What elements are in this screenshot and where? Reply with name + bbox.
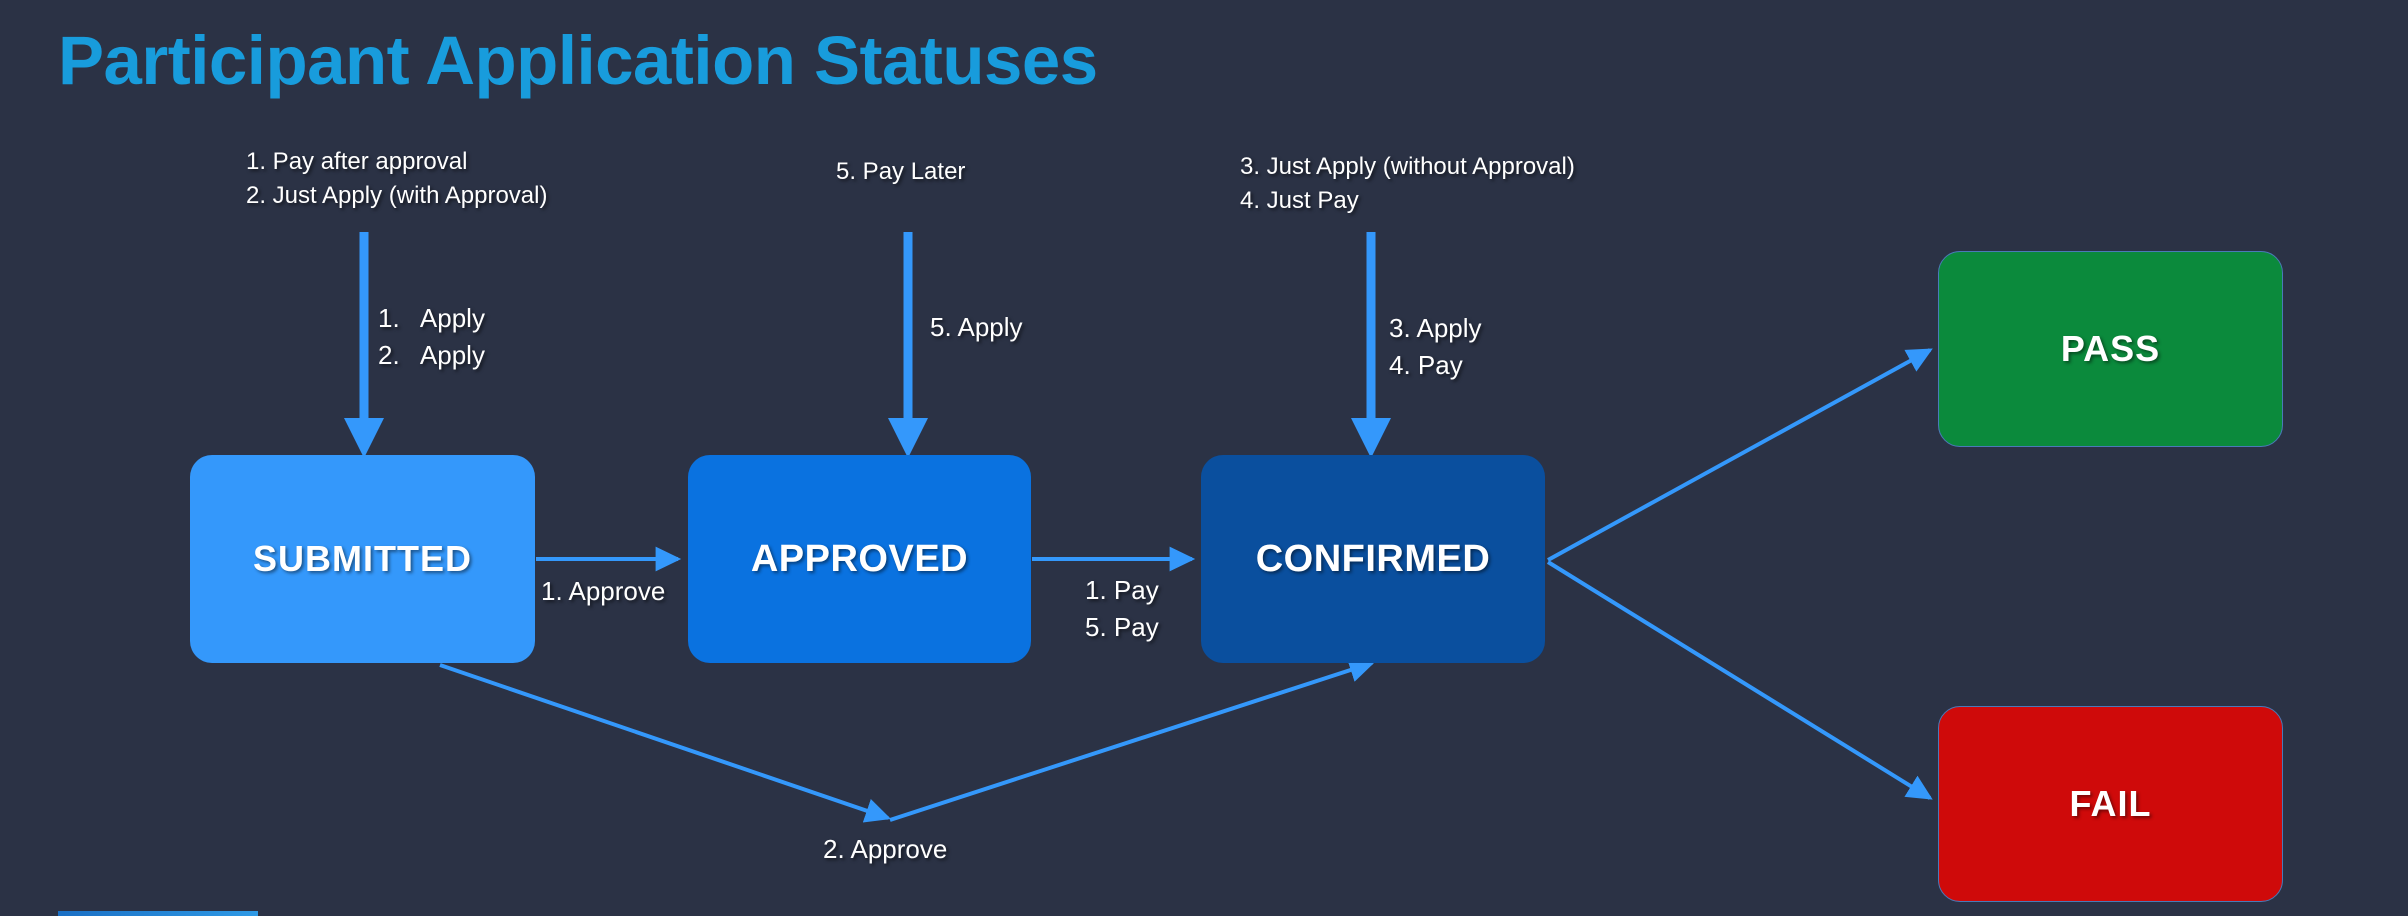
status-box-pass[interactable]: PASS [1938,251,2283,447]
entry-arrow-confirmed [1351,232,1391,458]
page-title: Participant Application Statuses [58,22,1098,99]
status-box-pass-label: PASS [2060,328,2161,369]
status-box-fail[interactable]: FAIL [1938,706,2283,902]
status-box-fail-label: FAIL [2069,783,2152,824]
transition-label-entry-submitted: 1. Apply 2. Apply [378,303,485,370]
status-box-submitted[interactable]: SUBMITTED [190,455,535,663]
transition-label-submitted-to-confirmed: 2. Approve [823,834,948,864]
status-box-submitted-label: SUBMITTED [253,538,472,579]
transition-label-approved-to-confirmed: 1. Pay 5. Pay [1085,575,1159,642]
scenario-note-group-3: 3. Just Apply (without Approval) 4. Just… [1240,153,1575,214]
arrow-confirmed-to-pass [1547,348,1933,562]
status-box-approved-label: APPROVED [750,537,969,580]
transition-label-entry-confirmed: 3. Apply 4. Pay [1389,313,1482,380]
arrow-submitted-to-confirmed [439,658,1376,823]
entry-arrow-approved [888,232,928,458]
arrow-confirmed-to-fail [1546,560,1933,800]
status-box-approved[interactable]: APPROVED [688,455,1031,663]
status-box-confirmed-label: CONFIRMED [1255,537,1491,580]
transition-label-submitted-to-approved: 1. Approve [541,576,666,606]
transition-label-entry-approved: 5. Apply [930,312,1023,342]
bottom-accent-bar [58,911,258,916]
scenario-note-group-2: 5. Pay Later [836,158,966,185]
scenario-note-group-1: 1. Pay after approval 2. Just Apply (wit… [246,148,548,209]
status-box-confirmed[interactable]: CONFIRMED [1201,455,1545,663]
